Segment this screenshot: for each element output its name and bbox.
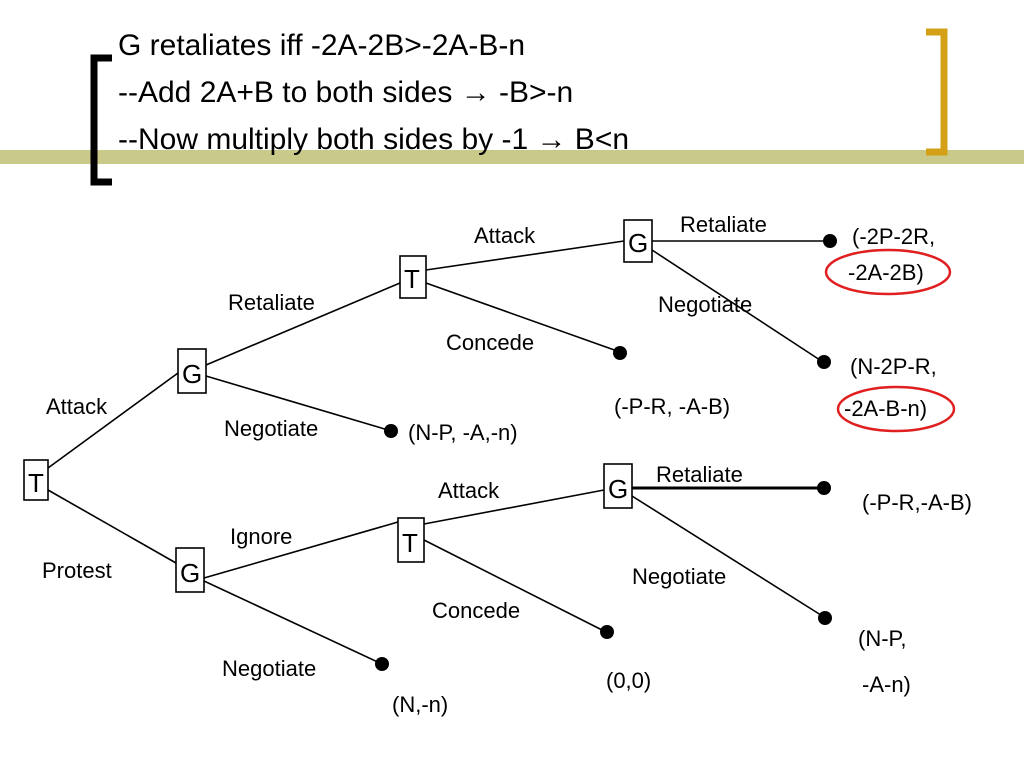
terminal-dot-2 (817, 355, 831, 369)
edge-ignore-g3 (203, 521, 399, 579)
terminal-dot-1 (823, 234, 837, 248)
payoff-7: (0,0) (606, 668, 651, 693)
terminal-dot-6 (818, 611, 832, 625)
label-attack-t1: Attack (474, 223, 536, 248)
node-g4-box (603, 463, 633, 509)
node-g2-box (623, 219, 653, 263)
terminal-dot-3 (613, 346, 627, 360)
node-g1-label: G (182, 359, 202, 389)
payoff-6-line-1: (N-P, (858, 626, 907, 651)
node-t2-label: T (402, 528, 418, 558)
edge-negotiate-g3 (203, 580, 383, 665)
title-line-3: --Now multiply both sides by -1 → B<n (118, 123, 630, 156)
edge-attack-root (47, 372, 179, 469)
edge-concede-t1 (425, 282, 621, 353)
node-g3-label: G (180, 558, 200, 588)
payoff-4: (N-P, -A,-n) (408, 420, 518, 445)
terminal-dot-4 (384, 424, 398, 438)
node-root-label: T (28, 468, 44, 498)
label-protest-root: Protest (42, 558, 112, 583)
label-negotiate-g4: Negotiate (632, 564, 726, 589)
label-retaliate-g4: Retaliate (656, 462, 743, 487)
highlight-circle-1 (824, 248, 952, 296)
bracket-decoration (90, 28, 948, 186)
title-line-2: --Add 2A+B to both sides → -B>-n (118, 76, 574, 109)
payoff-2-line-1: (N-2P-R, (850, 354, 937, 379)
label-concede-t2: Concede (432, 598, 520, 623)
edge-concede-t2 (423, 539, 607, 633)
payoff-2-line-2: -2A-B-n) (844, 396, 927, 421)
node-t2-box (397, 517, 425, 563)
node-g3-box (175, 547, 205, 593)
payoff-1-line-1: (-2P-2R, (852, 224, 935, 249)
edge-protest-root (47, 489, 177, 564)
terminal-dot-5 (817, 481, 831, 495)
payoff-5: (-P-R,-A-B) (862, 490, 972, 515)
edge-negotiate-g2 (651, 249, 824, 363)
payoff-6-line-2: -A-n) (862, 672, 911, 697)
edge-attack-t2 (423, 489, 605, 525)
right-bracket (926, 28, 948, 156)
title-line-1: G retaliates iff -2A-2B>-2A-B-n (118, 29, 526, 62)
label-negotiate-g2: Negotiate (658, 292, 752, 317)
terminal-dot-7 (600, 625, 614, 639)
label-ignore-g3: Ignore (230, 524, 292, 549)
node-t1-box (399, 255, 427, 299)
label-retaliate-g2: Retaliate (680, 212, 767, 237)
edge-negotiate-g4 (631, 495, 825, 618)
node-g1-box (177, 348, 207, 394)
payoff-3: (-P-R, -A-B) (614, 394, 730, 419)
node-g2-label: G (628, 228, 648, 258)
payoff-8: (N,-n) (392, 692, 448, 717)
label-attack-t2: Attack (438, 478, 500, 503)
edge-attack-t1 (425, 240, 625, 271)
label-negotiate-g1: Negotiate (224, 416, 318, 441)
highlight-circle-2 (836, 385, 956, 433)
node-g4-label: G (608, 474, 628, 504)
label-concede-t1: Concede (446, 330, 534, 355)
edge-retaliate-g1 (205, 282, 401, 366)
label-attack-root: Attack (46, 394, 108, 419)
label-negotiate-g3: Negotiate (222, 656, 316, 681)
node-root-box (23, 459, 49, 501)
label-retaliate-g1: Retaliate (228, 290, 315, 315)
accent-bar (0, 150, 1024, 164)
edge-negotiate-g1 (205, 375, 389, 431)
terminal-dot-8 (375, 657, 389, 671)
node-t1-label: T (404, 264, 420, 294)
left-bracket (90, 54, 112, 186)
payoff-1-line-2: -2A-2B) (848, 260, 924, 285)
